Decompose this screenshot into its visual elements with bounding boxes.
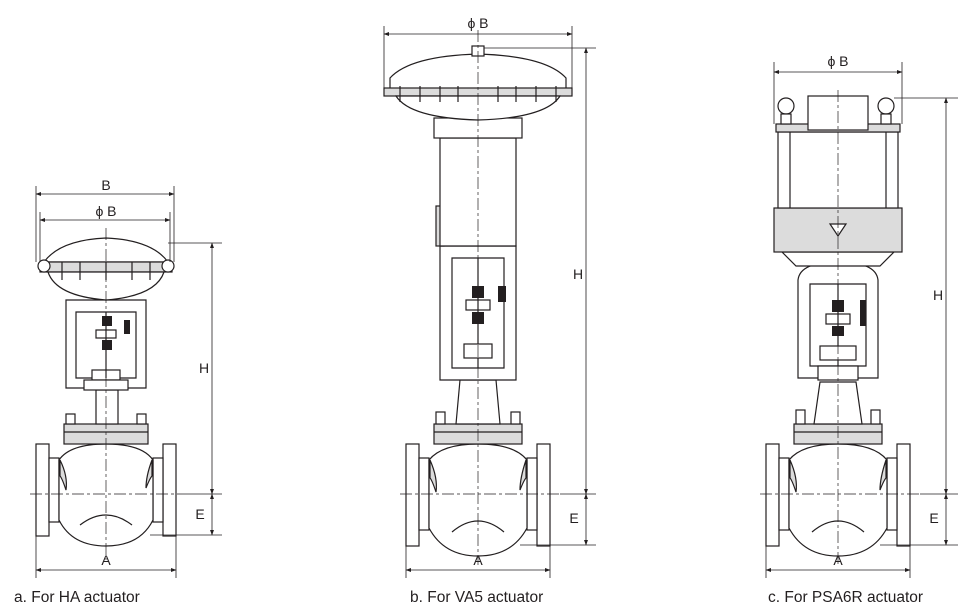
dim-label-b-e: E xyxy=(569,510,578,526)
dim-label-c-phi-b: ϕ B xyxy=(827,53,848,69)
actuator-ha xyxy=(37,237,175,301)
caption-a: a. For HA actuator xyxy=(14,589,140,606)
actuator-psa6r xyxy=(773,95,903,267)
dim-label-c-h: H xyxy=(933,287,943,303)
figure-c-psa6r-actuator: ϕ B H E A xyxy=(760,53,958,578)
valve-body-a xyxy=(35,413,177,547)
dim-label-b-a: A xyxy=(473,552,483,568)
figure-a-ha-actuator: B ϕ B H E A xyxy=(30,177,222,578)
dim-label-a-a: A xyxy=(101,552,111,568)
dim-label-a-b: B xyxy=(101,177,110,193)
dim-label-c-e: E xyxy=(929,510,938,526)
dim-label-b-h: H xyxy=(573,266,583,282)
dim-label-b-phi-b: ϕ B xyxy=(467,15,488,31)
figure-b-va5-actuator: ϕ B H E A xyxy=(383,15,596,578)
dim-label-a-h: H xyxy=(199,360,209,376)
caption-b: b. For VA5 actuator xyxy=(410,589,544,606)
dim-label-a-phi-b: ϕ B xyxy=(95,203,116,219)
dimensions-b: ϕ B H E A xyxy=(383,15,596,578)
dimensions-c: ϕ B H E A xyxy=(765,53,958,578)
dim-label-c-a: A xyxy=(833,552,843,568)
caption-c: c. For PSA6R actuator xyxy=(768,589,924,606)
dim-label-a-e: E xyxy=(195,506,204,522)
dimensions-a: B ϕ B H E A xyxy=(35,177,222,578)
